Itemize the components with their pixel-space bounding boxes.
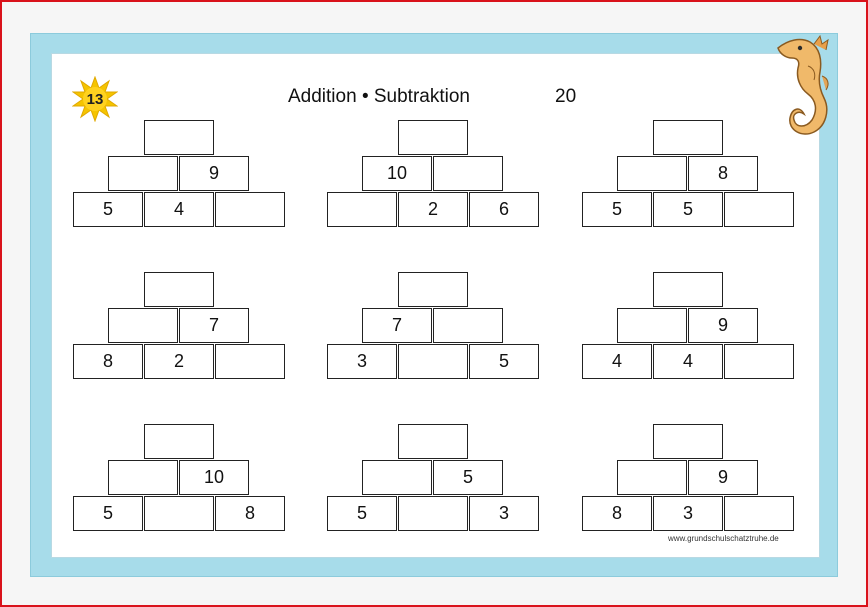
pyramid-bottom-cell[interactable]: 4	[582, 344, 652, 379]
pyramid-bottom-cell[interactable]: 4	[144, 192, 214, 227]
pyramid-top-cell[interactable]	[144, 120, 214, 155]
number-pyramid: 9 5 4	[73, 120, 287, 230]
number-pyramid: 8 5 5	[582, 120, 796, 230]
pyramid-bottom-cell[interactable]: 5	[469, 344, 539, 379]
number-pyramid: 7 8 2	[73, 272, 287, 382]
pyramid-top-cell[interactable]	[398, 120, 468, 155]
pyramid-middle-cell[interactable]	[108, 460, 178, 495]
pyramid-bottom-cell[interactable]	[144, 496, 214, 531]
number-pyramid: 10 2 6	[327, 120, 541, 230]
number-pyramid: 7 3 5	[327, 272, 541, 382]
pyramid-middle-cell[interactable]: 10	[362, 156, 432, 191]
pyramid-middle-cell[interactable]: 7	[179, 308, 249, 343]
pyramid-bottom-cell[interactable]	[724, 496, 794, 531]
pyramid-bottom-cell[interactable]: 5	[73, 496, 143, 531]
pyramid-middle-cell[interactable]: 10	[179, 460, 249, 495]
pyramid-bottom-cell[interactable]: 6	[469, 192, 539, 227]
pyramid-top-cell[interactable]	[653, 120, 723, 155]
pyramid-top-cell[interactable]	[144, 272, 214, 307]
pyramid-bottom-cell[interactable]: 5	[582, 192, 652, 227]
pyramid-top-cell[interactable]	[144, 424, 214, 459]
number-pyramid: 5 5 3	[327, 424, 541, 534]
pyramid-bottom-cell[interactable]: 4	[653, 344, 723, 379]
pyramid-middle-cell[interactable]: 5	[433, 460, 503, 495]
pyramid-middle-cell[interactable]	[617, 156, 687, 191]
pyramid-middle-cell[interactable]: 8	[688, 156, 758, 191]
pyramid-middle-cell[interactable]: 9	[179, 156, 249, 191]
number-pyramid: 9 4 4	[582, 272, 796, 382]
pyramid-top-cell[interactable]	[398, 424, 468, 459]
pyramid-bottom-cell[interactable]: 5	[73, 192, 143, 227]
pyramid-middle-cell[interactable]	[108, 308, 178, 343]
number-range: 20	[555, 86, 577, 107]
pyramid-bottom-cell[interactable]: 5	[653, 192, 723, 227]
pyramid-bottom-cell[interactable]: 8	[582, 496, 652, 531]
seahorse-icon	[777, 34, 829, 135]
pyramid-middle-cell[interactable]	[433, 308, 503, 343]
pyramid-bottom-cell[interactable]	[215, 344, 285, 379]
pyramid-middle-cell[interactable]: 7	[362, 308, 432, 343]
pyramid-middle-cell[interactable]	[362, 460, 432, 495]
pyramid-top-cell[interactable]	[653, 424, 723, 459]
pyramid-middle-cell[interactable]: 9	[688, 308, 758, 343]
pyramid-middle-cell[interactable]	[617, 460, 687, 495]
pyramid-middle-cell[interactable]	[617, 308, 687, 343]
sun-badge-icon	[72, 76, 118, 122]
pyramid-bottom-cell[interactable]: 2	[144, 344, 214, 379]
number-pyramid: 9 8 3	[582, 424, 796, 534]
pyramid-bottom-cell[interactable]	[215, 192, 285, 227]
pyramid-bottom-cell[interactable]: 2	[398, 192, 468, 227]
pyramid-middle-cell[interactable]	[108, 156, 178, 191]
pyramid-bottom-cell[interactable]: 5	[327, 496, 397, 531]
pyramid-bottom-cell[interactable]: 3	[327, 344, 397, 379]
number-pyramid: 10 5 8	[73, 424, 287, 534]
pyramid-bottom-cell[interactable]	[724, 344, 794, 379]
worksheet-title: Addition • Subtraktion	[288, 86, 470, 107]
pyramid-middle-cell[interactable]: 9	[688, 460, 758, 495]
pyramid-bottom-cell[interactable]	[724, 192, 794, 227]
pyramid-bottom-cell[interactable]: 8	[73, 344, 143, 379]
pyramid-bottom-cell[interactable]: 3	[653, 496, 723, 531]
pyramid-bottom-cell[interactable]	[398, 496, 468, 531]
pyramid-top-cell[interactable]	[398, 272, 468, 307]
footer-url: www.grundschulschatztruhe.de	[668, 534, 779, 543]
pyramid-bottom-cell[interactable]: 8	[215, 496, 285, 531]
badge-number: 13	[86, 90, 104, 108]
pyramid-top-cell[interactable]	[653, 272, 723, 307]
pyramid-bottom-cell[interactable]	[327, 192, 397, 227]
pyramid-bottom-cell[interactable]: 3	[469, 496, 539, 531]
pyramid-bottom-cell[interactable]	[398, 344, 468, 379]
pyramid-middle-cell[interactable]	[433, 156, 503, 191]
